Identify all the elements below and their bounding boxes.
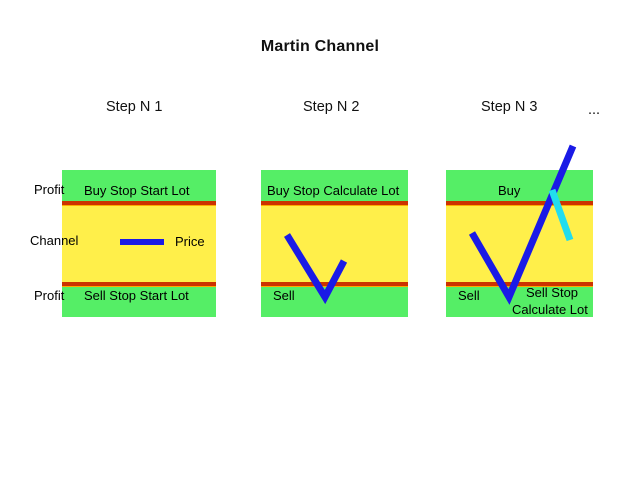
channel-band-3 bbox=[446, 203, 593, 284]
buy-label-3: Buy bbox=[498, 183, 521, 198]
step-panel-1: Buy Stop Start Lot Sell Stop Start Lot P… bbox=[62, 170, 216, 317]
sell-stop-calculate-lot-line1: Sell Stop bbox=[526, 285, 579, 300]
step-label-1: Step N 1 bbox=[106, 99, 163, 115]
price-legend-swatch bbox=[120, 239, 164, 245]
buy-stop-line-2 bbox=[261, 201, 408, 205]
step-label-3: Step N 3 bbox=[481, 99, 538, 115]
sell-stop-line-1 bbox=[62, 282, 216, 286]
channel-label: Channel bbox=[30, 233, 79, 248]
buy-stop-line-1 bbox=[62, 201, 216, 205]
step-label-2: Step N 2 bbox=[303, 99, 360, 115]
channel-band-2 bbox=[261, 203, 408, 284]
buy-stop-start-lot-label: Buy Stop Start Lot bbox=[84, 183, 190, 198]
sell-stop-line-2 bbox=[261, 282, 408, 286]
sell-stop-calculate-lot-line2: Calculate Lot bbox=[512, 302, 588, 317]
sell-stop-start-lot-label: Sell Stop Start Lot bbox=[84, 288, 189, 303]
buy-stop-line-3 bbox=[446, 201, 593, 205]
profit-label-top: Profit bbox=[34, 182, 65, 197]
profit-band-top-1 bbox=[62, 170, 216, 203]
profit-label-bottom: Profit bbox=[34, 288, 65, 303]
page-title: Martin Channel bbox=[260, 38, 380, 55]
buy-stop-calculate-lot-label: Buy Stop Calculate Lot bbox=[267, 183, 400, 198]
step-panel-3: Buy Sell Sell Stop Calculate Lot bbox=[446, 170, 593, 317]
ellipsis-label: ... bbox=[588, 102, 601, 118]
profit-band-top-2 bbox=[261, 170, 408, 203]
profit-band-bottom-1 bbox=[62, 284, 216, 317]
step-panel-2: Buy Stop Calculate Lot Sell bbox=[261, 170, 408, 317]
price-legend-label: Price bbox=[175, 234, 205, 249]
sell-label-2: Sell bbox=[273, 288, 295, 303]
sell-label-3: Sell bbox=[458, 288, 480, 303]
